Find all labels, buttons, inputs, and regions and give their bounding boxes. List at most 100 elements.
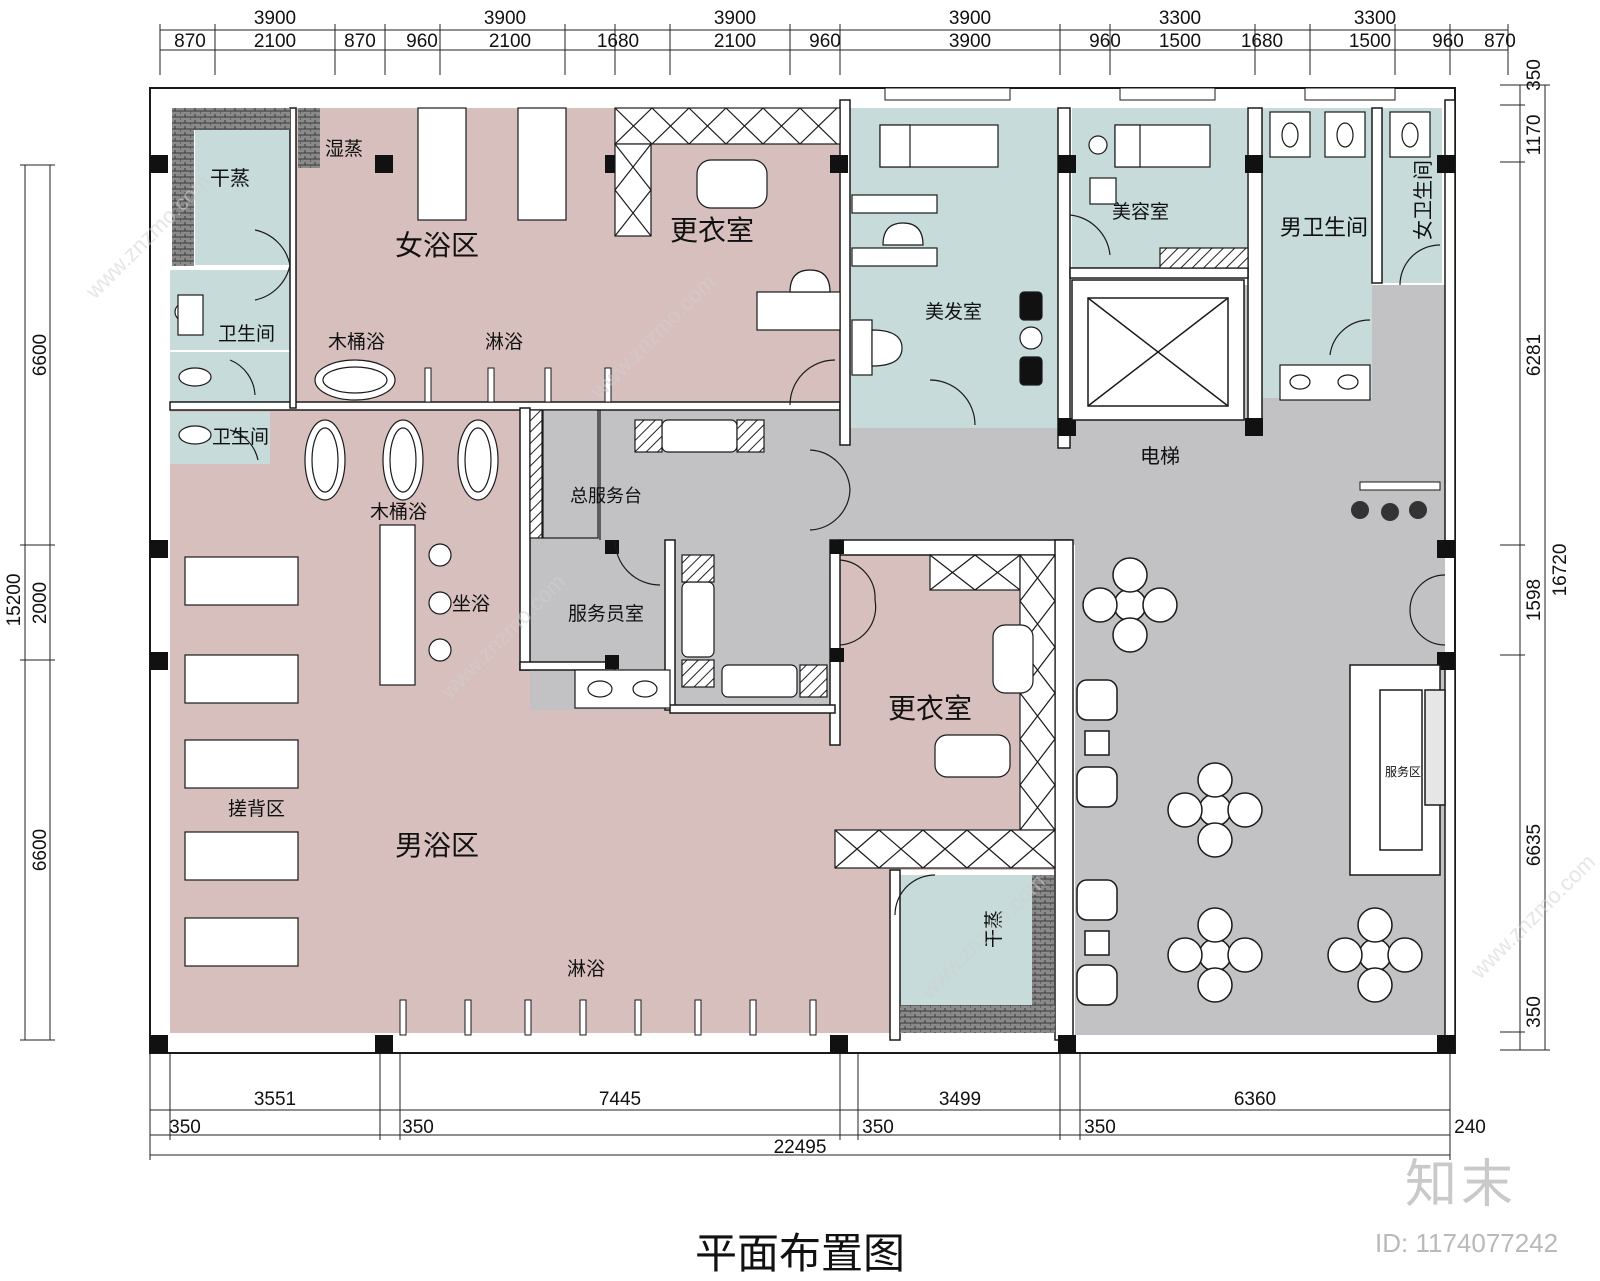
dim-label: 7445 [599, 1089, 641, 1110]
dry-steam-1-floor [195, 130, 290, 265]
lockers [614, 107, 1056, 869]
room-label-shower-1: 淋浴 [485, 331, 523, 353]
wet-steam-wall [298, 108, 320, 168]
chair-icon [1082, 587, 1118, 623]
dim-label: 350 [402, 1117, 434, 1138]
dim-label: 350 [1524, 996, 1545, 1028]
table-icon [1113, 588, 1147, 622]
chair-icon [1167, 937, 1203, 973]
vanity-counter [756, 291, 841, 331]
room-label-dry-steam-1: 干蒸 [210, 166, 250, 190]
room-label-changing-1: 更衣室 [670, 214, 754, 247]
dim-label: 870 [1484, 31, 1516, 52]
watermark-id: ID: 1174077242 [1375, 1228, 1559, 1258]
chair-icon [1357, 967, 1393, 1003]
dim-label: 3900 [949, 8, 991, 29]
dim-label: 2100 [254, 31, 296, 52]
armchair-icon [1076, 879, 1118, 921]
top-dimensions [159, 24, 1509, 75]
room-label-beauty-room: 美容室 [1112, 201, 1169, 223]
womens-fixtures [314, 107, 841, 403]
room-label-staff-room: 服务员室 [568, 603, 644, 625]
chair-icon [1227, 937, 1263, 973]
side-table-icon [1084, 730, 1110, 756]
dim-label: 1598 [1524, 579, 1545, 621]
dim-label: 3900 [949, 31, 991, 52]
dry-steam-2-floor [900, 875, 1055, 1005]
dim-label: 870 [344, 31, 376, 52]
bottom-dim-labels: 3551 7445 3499 6360 350 350 350 350 240 … [169, 1089, 1486, 1158]
dim-label: 3900 [484, 8, 526, 29]
wc-fixtures [174, 111, 1431, 445]
dim-label: 240 [1454, 1117, 1486, 1138]
chair-icon [1357, 907, 1393, 943]
room-labels: 干蒸 湿蒸 女浴区 更衣室 卫生间 木桶浴 淋浴 卫生间 木桶浴 坐浴 总服务台… [210, 138, 1435, 980]
chair-icon [1112, 557, 1148, 593]
planter-shelf [1359, 481, 1441, 491]
chair-icon [1327, 937, 1363, 973]
top-dim-labels-row1: 3900 3900 3900 3900 3300 3300 [254, 8, 1396, 29]
dim-label: 3499 [939, 1089, 981, 1110]
room-label-hair-salon: 美发室 [925, 301, 982, 323]
bench [934, 734, 1011, 778]
bench [696, 159, 768, 209]
dim-label: 6600 [30, 334, 51, 376]
room-label-dry-steam-2: 干蒸 [983, 910, 1005, 948]
dim-label: 960 [1432, 31, 1464, 52]
left-dim-labels: 6600 15200 2000 6600 [4, 334, 51, 871]
right-dimensions [1500, 84, 1550, 1051]
dim-label: 1500 [1349, 31, 1391, 52]
right-dim-labels: 350 1170 6281 16720 1598 6635 350 [1524, 59, 1571, 1028]
lounge-furniture [1076, 557, 1423, 1006]
dry-steam-2-wall-right [1032, 875, 1054, 1005]
mens-fixtures [184, 419, 1034, 1036]
top-dim-labels-row2: 870 2100 870 960 2100 1680 2100 960 3900… [174, 31, 1516, 52]
dim-label: 6281 [1524, 334, 1545, 376]
chair-icon [1142, 587, 1178, 623]
room-label-mens-bath: 男浴区 [395, 829, 479, 862]
room-label-shower-2: 淋浴 [567, 958, 605, 980]
chair [789, 269, 831, 293]
massage-bed [417, 107, 467, 221]
chair-icon [1112, 617, 1148, 653]
structural-columns [150, 155, 1455, 1053]
table-icon [1358, 938, 1392, 972]
dim-label: 16720 [1550, 544, 1571, 597]
bench [992, 624, 1034, 694]
dim-label: 1170 [1524, 115, 1545, 156]
room-label-womens-wc: 女卫生间 [1411, 160, 1435, 240]
dim-label: 350 [1524, 59, 1545, 91]
drawing-title: 平面布置图 [694, 1229, 905, 1278]
room-label-elevator: 电梯 [1140, 444, 1180, 468]
dim-label: 3900 [714, 8, 756, 29]
room-label-tub-bath-1: 木桶浴 [328, 331, 385, 353]
dim-label: 2000 [30, 582, 51, 624]
chair-icon [1387, 937, 1423, 973]
watermark-site: www.znzmo.com [1465, 849, 1600, 984]
chair-icon [1197, 822, 1233, 858]
bottom-dimensions [149, 1050, 1451, 1160]
massage-bed [184, 654, 299, 704]
table-icon [1198, 938, 1232, 972]
massage-bed [184, 556, 299, 606]
dim-label: 960 [1089, 31, 1121, 52]
room-label-sit-bath: 坐浴 [452, 593, 490, 615]
dim-label: 960 [406, 31, 438, 52]
dim-label: 870 [174, 31, 206, 52]
bar-counter [1349, 664, 1446, 876]
room-label-mens-wc: 男卫生间 [1280, 216, 1368, 241]
massage-bed [517, 107, 567, 221]
dim-label: 1500 [1159, 31, 1201, 52]
table-icon [1198, 793, 1232, 827]
watermark-logo: 知末 [1405, 1155, 1518, 1215]
room-label-wet-steam: 湿蒸 [325, 138, 363, 160]
dim-label: 2100 [714, 31, 756, 52]
chair-icon [1197, 762, 1233, 798]
room-label-service-area: 服务区 [1385, 764, 1421, 779]
dim-label: 350 [862, 1117, 894, 1138]
massage-bed [184, 831, 299, 881]
dim-label: 22495 [774, 1137, 827, 1158]
room-label-womens-bath: 女浴区 [395, 229, 479, 262]
dim-label: 2100 [489, 31, 531, 52]
